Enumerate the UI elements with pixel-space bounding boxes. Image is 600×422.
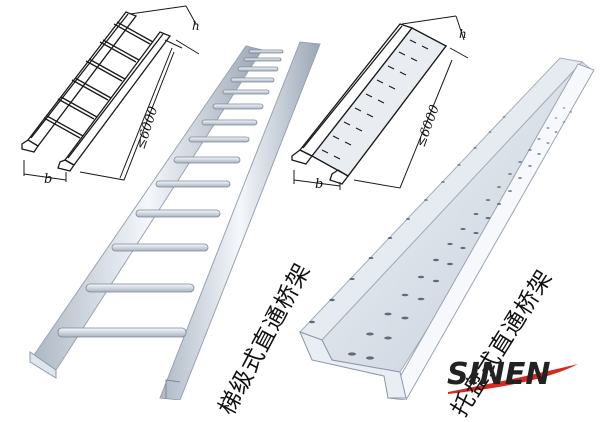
brand-logo-text: SINEN	[447, 357, 551, 392]
ladder-diagram	[21, 5, 200, 182]
ladder-dim-length: ≤6000	[134, 105, 162, 151]
tray-perforations	[309, 107, 573, 360]
tray-dim-length: ≤6000	[414, 103, 443, 149]
brand-logo: SINEN	[447, 357, 550, 392]
ladder-diagram-rungs	[43, 21, 154, 139]
tray-dim-width: b	[315, 177, 323, 192]
tray-diagram	[291, 15, 469, 190]
ladder-dim-height: h	[192, 19, 200, 33]
ladder-dim-width: b	[44, 172, 52, 187]
tray-diagram-holes	[321, 39, 429, 160]
ladder-rungs	[57, 49, 284, 338]
perforated-tray-photo	[299, 57, 595, 400]
product-photo: b h ≤6000 b h ≤6000	[21, 5, 595, 400]
ladder-tray-photo	[29, 41, 321, 400]
tray-dim-height: h	[459, 27, 467, 41]
logo-swoosh	[448, 364, 578, 394]
